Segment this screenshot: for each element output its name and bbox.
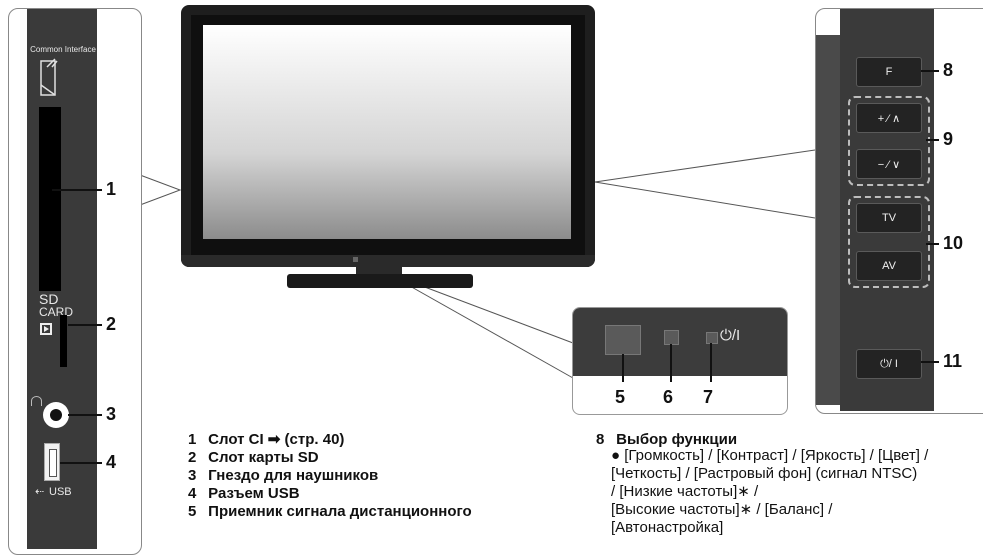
- volume-group-outline: [848, 96, 930, 186]
- callout-6: 6: [663, 387, 674, 407]
- headphones-icon: [31, 396, 42, 406]
- volume-down-button[interactable]: − ⁄ ∨: [856, 149, 922, 179]
- side-connector: [139, 174, 182, 206]
- tv-button[interactable]: TV: [856, 203, 922, 233]
- legend-line: [Высокие частоты]∗ / [Баланс] /: [611, 501, 833, 518]
- side-panel: Common Interface SD CARD ⇠ USB: [27, 9, 97, 549]
- heading-number: 8: [596, 431, 605, 448]
- tv-stand-neck: [356, 266, 402, 276]
- front-connector-top: [594, 149, 816, 183]
- receiver-connector-bottom: [384, 271, 574, 379]
- sd-play-icon: [40, 323, 52, 335]
- callout-line-7: [710, 343, 712, 382]
- callout-line-6: [670, 344, 672, 382]
- av-button[interactable]: AV: [856, 251, 922, 281]
- callout-3: 3: [106, 404, 117, 424]
- callout-line-9: [926, 139, 939, 141]
- usb-label: USB: [49, 486, 72, 498]
- receiver-panel-frame: ⏻/I: [572, 307, 788, 415]
- front-connector-bottom: [594, 181, 816, 219]
- legend-line: [Четкость] / [Растровый фон] (сигнал NTS…: [611, 465, 918, 482]
- tv-stand-base: [287, 274, 473, 288]
- callout-line-5: [622, 354, 624, 382]
- callout-line-2: [68, 324, 102, 326]
- legend-line: / [Низкие частоты]∗ /: [611, 483, 759, 500]
- ci-card-icon: [40, 58, 58, 96]
- callout-line-10: [926, 243, 939, 245]
- callout-10: 10: [943, 233, 964, 253]
- callout-line-1: [52, 189, 102, 191]
- sd-label: SD: [39, 291, 59, 307]
- legend-line: [Автонастройка]: [611, 519, 724, 536]
- tv-bottom-strip: [181, 255, 595, 267]
- callout-line-3: [68, 414, 102, 416]
- callout-line-11: [921, 361, 939, 363]
- callout-2: 2: [106, 314, 117, 334]
- heading-text: Выбор функции: [616, 431, 738, 448]
- ci-label: Common Interface: [30, 45, 96, 54]
- tv-screen: [203, 25, 571, 239]
- sd-card-label: SD CARD: [39, 291, 74, 319]
- remote-sensor: [605, 325, 641, 355]
- power-led: [706, 332, 718, 344]
- callout-7: 7: [703, 387, 714, 407]
- callout-line-8: [921, 70, 939, 72]
- usb-port[interactable]: [44, 443, 60, 481]
- volume-up-button[interactable]: + ⁄ ∧: [856, 103, 922, 133]
- headphone-jack[interactable]: [43, 402, 69, 428]
- callout-11: 11: [943, 351, 963, 371]
- c-a-t-s-sensor: [664, 330, 679, 345]
- ci-slot[interactable]: [39, 107, 61, 291]
- usb-icon: ⇠: [35, 486, 45, 498]
- callout-line-4: [60, 462, 102, 464]
- tv-body: [181, 5, 595, 267]
- right-legend-heading: 8 Выбор функции: [596, 431, 737, 449]
- callout-4: 4: [106, 452, 117, 472]
- callout-1: 1: [106, 179, 117, 199]
- right-legend-body: ● [Громкость] / [Контраст] / [Яркость] /…: [611, 447, 928, 537]
- card-label: CARD: [39, 305, 74, 319]
- sd-card-slot[interactable]: [60, 315, 67, 367]
- power-button[interactable]: ⏻/ I: [856, 349, 922, 379]
- input-group-outline: [848, 196, 930, 288]
- tv-front-indicator: [353, 257, 358, 262]
- callout-9: 9: [943, 129, 954, 149]
- legend-line: ● [Громкость] / [Контраст] / [Яркость] /…: [611, 447, 929, 464]
- callout-8: 8: [943, 60, 954, 80]
- function-button[interactable]: F: [856, 57, 922, 87]
- list-item: 3 Гнездо для наушников: [188, 467, 379, 484]
- list-item: 1 Слот CI ➡ (стр. 40): [188, 431, 345, 448]
- callout-5: 5: [615, 387, 626, 407]
- list-item: 4 Разъем USB: [188, 485, 300, 502]
- list-item: 5 Приемник сигнала дистанционного: [188, 503, 472, 520]
- list-item: 2 Слот карты SD: [188, 449, 319, 466]
- left-legend-list: 1 Слот CI ➡ (стр. 40) 2 Слот карты SD 3 …: [188, 431, 472, 521]
- power-symbol: ⏻/I: [720, 327, 741, 344]
